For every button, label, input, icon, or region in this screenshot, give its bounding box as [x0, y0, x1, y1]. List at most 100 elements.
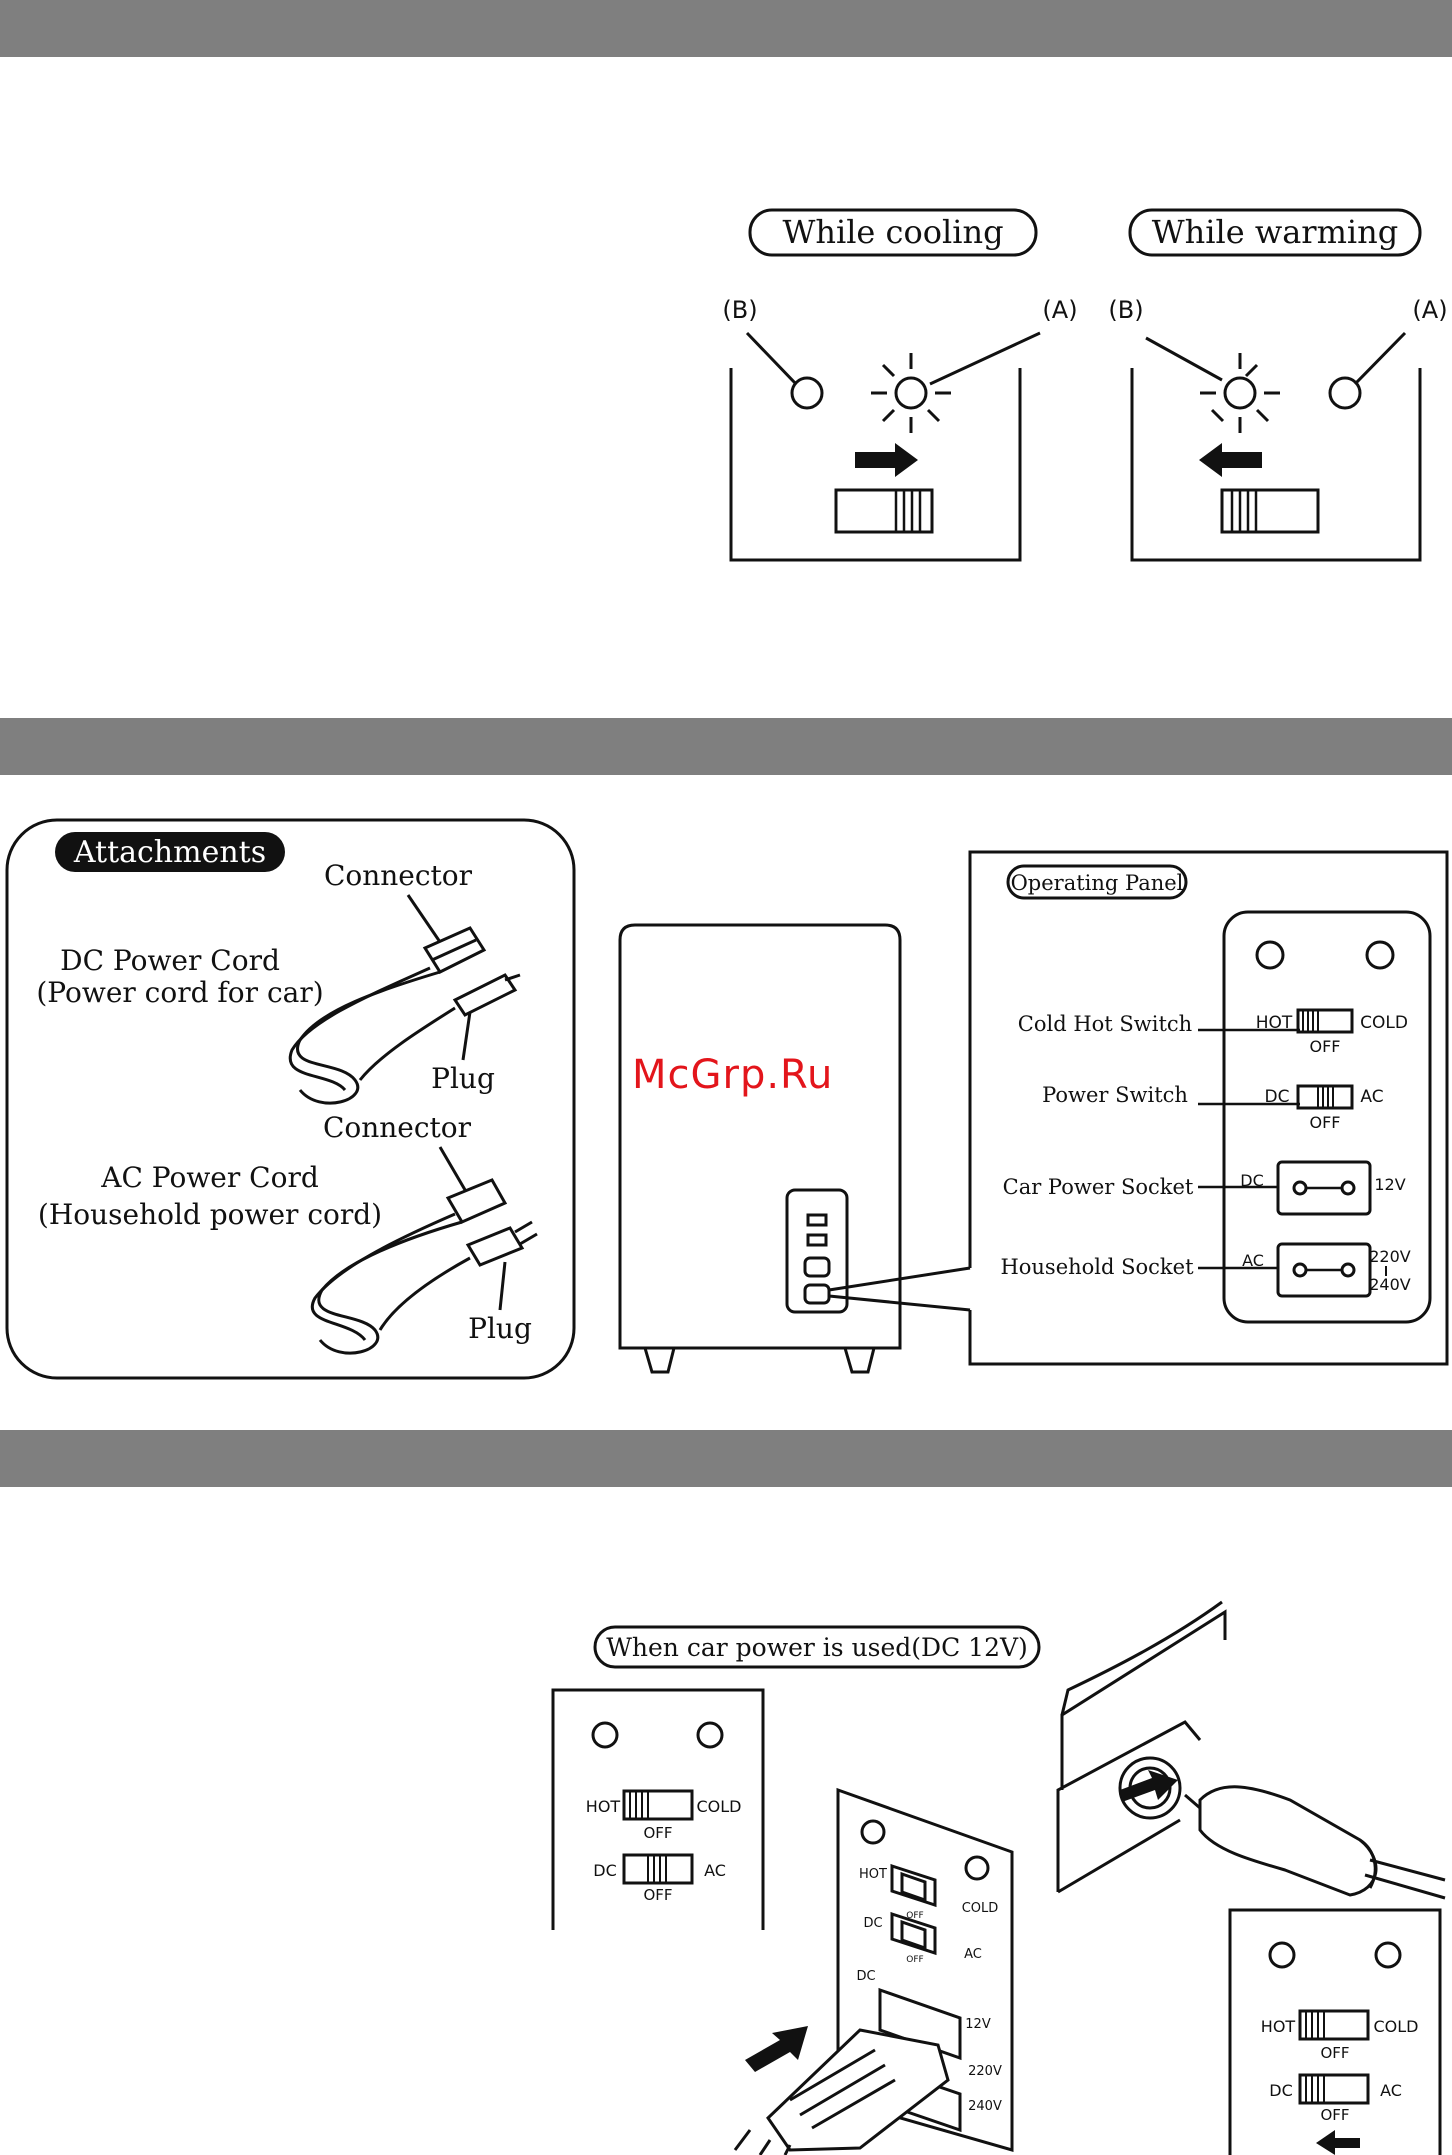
persp-220v: 220V: [968, 2064, 1002, 2079]
cold-hot-cold: COLD: [1360, 1013, 1408, 1033]
attachments-frame: [5, 818, 576, 1380]
cooling-switch: [834, 488, 934, 534]
while-cooling-title-frame: [748, 208, 1038, 257]
cooler-panel-socket-bottom: [803, 1283, 831, 1305]
dc-power-cord-sublabel: (Power cord for car): [36, 976, 323, 1009]
power-switch-knob: [1317, 1086, 1334, 1108]
panel-1-dc: DC: [593, 1861, 617, 1880]
while-warming-title: While warming: [1152, 213, 1399, 251]
household-socket-220v: 220V: [1369, 1247, 1411, 1266]
warming-label-b: (B): [1108, 296, 1143, 324]
operating-panel-plate: [1222, 910, 1432, 1324]
persp-off-2: OFF: [906, 1955, 923, 1965]
panel-2-indicator-right: [1374, 1941, 1402, 1969]
car-power-socket: [1276, 1160, 1372, 1216]
panel-2-ac: AC: [1380, 2081, 1402, 2100]
panel-1-ac: AC: [704, 1861, 726, 1880]
persp-ac: AC: [964, 1947, 982, 1962]
panel-1-off-1: OFF: [643, 1824, 672, 1842]
panel-1-power-switch: [622, 1853, 694, 1885]
household-socket-label: Household Socket: [1000, 1255, 1194, 1279]
panel-1-indicator-left: [591, 1721, 619, 1749]
persp-240v: 240V: [968, 2099, 1002, 2114]
cooler-panel-lamp-bottom: [806, 1233, 828, 1247]
household-socket-pin-right: [1340, 1262, 1356, 1278]
panel-1-cold-hot-knob: [629, 1791, 649, 1819]
cooling-leader-a: [929, 331, 1041, 386]
panel-1-power-knob: [647, 1855, 667, 1883]
panel-indicator-right: [1365, 940, 1395, 970]
power-switch-dc: DC: [1265, 1087, 1290, 1107]
warming-leader-a: [1353, 331, 1407, 386]
cold-hot-hot: HOT: [1256, 1013, 1293, 1033]
household-socket-pin-left: [1292, 1262, 1308, 1278]
operating-panel-title: Operating Panel: [1011, 871, 1184, 895]
lighter-insert-arrow-icon: [1120, 1770, 1178, 1802]
while-warming-title-frame: [1128, 208, 1422, 257]
cooler-control-panel: [785, 1188, 849, 1314]
cooler-foot-right: [843, 1347, 876, 1374]
power-switch-off: OFF: [1310, 1113, 1341, 1132]
warming-leader-b: [1145, 336, 1223, 382]
ac-power-cord-label: AC Power Cord: [100, 1161, 319, 1194]
car-socket-dc: DC: [1240, 1171, 1264, 1190]
warming-switch-knob: [1230, 490, 1258, 532]
car-socket-pin-left: [1292, 1180, 1308, 1196]
warming-switch: [1220, 488, 1320, 534]
while-cooling-title: While cooling: [782, 213, 1003, 251]
operating-panel-frame: [968, 850, 1449, 1366]
cooling-panel-frame: [729, 368, 1022, 562]
persp-cold-hot-knob: [900, 1871, 927, 1903]
arrow-right-icon: [855, 443, 918, 477]
cooling-label-a: (A): [1042, 296, 1077, 324]
cold-hot-off: OFF: [1310, 1037, 1341, 1056]
lighter-socket-outer: [1118, 1756, 1182, 1820]
dc-power-cord-illustration: [288, 894, 521, 1105]
cooler-panel-lamp-top: [806, 1213, 828, 1227]
while-cooling-diagram: While cooling (B) (A): [722, 208, 1078, 562]
callout-line-top: [828, 1266, 971, 1292]
attachments-title: Attachments: [73, 835, 266, 870]
car-power-title: When car power is used(DC 12V): [606, 1633, 1028, 1662]
lamp-b-lit-icon: [1200, 353, 1280, 433]
persp-12v: 12V: [965, 2017, 991, 2032]
persp-dc-switch: DC: [863, 1916, 882, 1931]
car-socket-pin-right: [1340, 1180, 1356, 1196]
persp-indicator-right: [964, 1855, 990, 1881]
cooler-foot-left: [643, 1347, 676, 1374]
cooling-switch-knob: [894, 490, 922, 532]
household-socket-240v: 240V: [1369, 1275, 1411, 1294]
lamp-a-lit-icon: [871, 353, 951, 433]
persp-off-1: OFF: [906, 1911, 923, 1921]
dc-plug-illustration: [733, 2026, 950, 2155]
power-switch: [1296, 1084, 1354, 1110]
car-power-diagram: When car power is used(DC 12V) HOT COLD …: [551, 1600, 1446, 2155]
panel-1-hot: HOT: [586, 1797, 621, 1816]
panel-2-indicator-left: [1268, 1941, 1296, 1969]
panel-2-cold-hot-knob: [1305, 2011, 1325, 2039]
panel-2-cold: COLD: [1374, 2017, 1419, 2036]
cold-hot-switch-knob: [1302, 1010, 1319, 1032]
persp-indicator-left: [860, 1819, 886, 1845]
watermark-text: McGrp.Ru: [632, 1052, 834, 1098]
warming-panel-frame: [1130, 368, 1422, 562]
header-bar-bottom: [0, 1430, 1452, 1487]
power-switch-label: Power Switch: [1042, 1083, 1188, 1107]
cooling-label-b: (B): [722, 296, 757, 324]
panel-2-hot: HOT: [1261, 2017, 1296, 2036]
panel-2-dc: DC: [1269, 2081, 1293, 2100]
ac-power-cord-sublabel: (Household power cord): [38, 1198, 382, 1231]
persp-car-socket: [878, 1987, 962, 2061]
while-warming-diagram: While warming (B) (A): [1108, 208, 1448, 562]
header-bar-middle: [0, 718, 1452, 775]
lamp-a-off-icon: [1328, 376, 1362, 410]
panel-2-arrow-left-icon: [1316, 2130, 1360, 2155]
attachments-diagram: Attachments Connector DC Power Cord (Pow…: [5, 818, 576, 1380]
persp-power-knob: [900, 1919, 927, 1951]
panel-2-off-1: OFF: [1320, 2044, 1349, 2062]
household-socket: [1276, 1242, 1372, 1298]
panel-1-cold-hot-switch: [622, 1789, 694, 1821]
panel-2-power-knob: [1305, 2075, 1325, 2103]
warming-label-a: (A): [1412, 296, 1447, 324]
